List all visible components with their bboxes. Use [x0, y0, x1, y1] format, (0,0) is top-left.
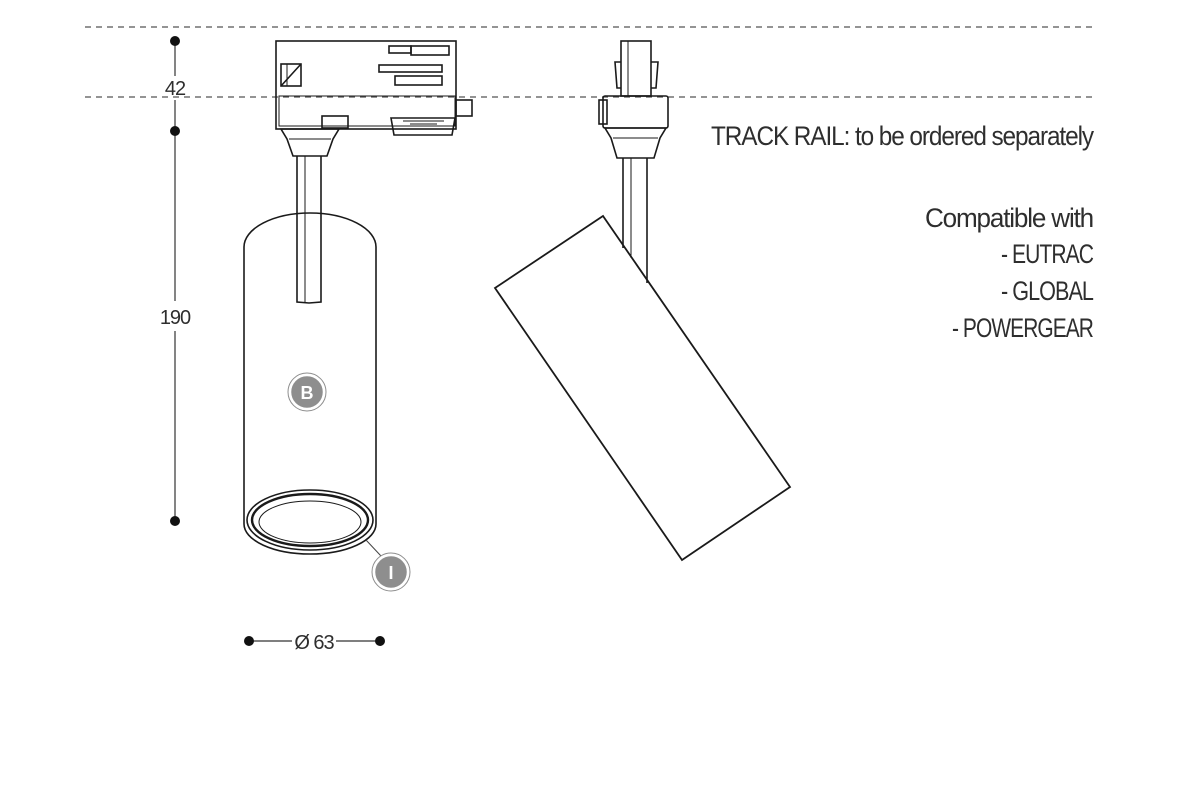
- diameter-label: Ø 63: [294, 632, 334, 654]
- vertical-dimension: 42 190: [160, 36, 192, 526]
- diameter-dimension: Ø 63: [244, 632, 385, 654]
- badge-body: B: [287, 372, 327, 412]
- insert-leader-line: [365, 539, 382, 557]
- height-body-label: 190: [160, 307, 191, 329]
- front-stem: [296, 156, 322, 304]
- compatible-item: - POWERGEAR: [952, 313, 1094, 343]
- compatible-item: - EUTRAC: [1001, 239, 1094, 269]
- diameter-dot-right: [375, 636, 385, 646]
- badge-insert: I: [371, 552, 411, 592]
- side-stem: [622, 158, 648, 283]
- badge-insert-letter: I: [388, 563, 393, 583]
- badge-body-letter: B: [301, 383, 314, 403]
- front-cylinder-body: [243, 212, 377, 555]
- compatible-heading: Compatible with: [925, 203, 1093, 233]
- dimension-dot-middle: [170, 126, 180, 136]
- front-adapter: [275, 40, 473, 157]
- front-lens-outer: [246, 489, 374, 551]
- side-tilted-cylinder: [493, 214, 792, 562]
- compatible-item: - GLOBAL: [1001, 276, 1094, 306]
- track-rail-note: TRACK RAIL: to be ordered separately: [711, 121, 1095, 151]
- height-adapter-label: 42: [165, 78, 186, 100]
- diameter-dot-left: [244, 636, 254, 646]
- front-lens-inner: [250, 492, 370, 548]
- dimension-dot-bottom: [170, 516, 180, 526]
- dimension-dot-top: [170, 36, 180, 46]
- side-adapter: [598, 40, 669, 159]
- notes: TRACK RAIL: to be ordered separately Com…: [711, 121, 1096, 343]
